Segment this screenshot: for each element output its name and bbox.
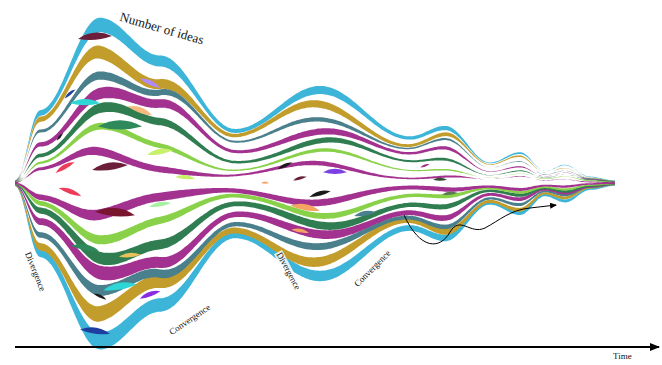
idea-leaf xyxy=(175,174,195,180)
idea-band xyxy=(15,183,615,265)
phase-label: Convergence xyxy=(352,248,393,289)
idea-leaf xyxy=(56,132,64,141)
idea-band xyxy=(15,71,615,182)
idea-leaf xyxy=(139,288,161,300)
idea-bands xyxy=(15,18,615,350)
idea-leaf xyxy=(147,147,174,157)
idea-leaf xyxy=(354,209,376,217)
idea-leaf xyxy=(261,182,269,184)
idea-band xyxy=(15,183,615,244)
idea-leaf xyxy=(54,159,75,174)
idea-leaf xyxy=(91,160,128,172)
idea-leaf xyxy=(71,242,100,253)
phase-label: Convergence xyxy=(167,302,213,337)
idea-leaf xyxy=(119,252,141,259)
trend-arrow xyxy=(404,205,556,244)
idea-leaf xyxy=(293,175,307,181)
idea-leaf xyxy=(291,227,309,234)
idea-leaf xyxy=(93,292,107,301)
idea-leaf xyxy=(323,169,347,174)
idea-band xyxy=(15,18,615,182)
idea-leaf xyxy=(290,201,321,212)
idea-band xyxy=(15,184,615,349)
idea-leaf xyxy=(98,120,142,129)
idea-band xyxy=(15,123,615,183)
idea-leaf xyxy=(78,31,112,41)
idea-band xyxy=(15,183,615,280)
idea-leaf xyxy=(309,188,331,198)
idea-leaves xyxy=(54,31,458,336)
idea-leaf xyxy=(102,280,137,293)
idea-leaf xyxy=(420,163,430,169)
axis-label: Time xyxy=(613,352,632,361)
idea-band xyxy=(15,102,615,183)
idea-leaf xyxy=(63,88,76,99)
idea-band xyxy=(15,147,615,184)
idea-leaf xyxy=(127,103,153,117)
idea-leaf xyxy=(442,191,458,196)
time-axis xyxy=(15,346,659,348)
phase-label: Divergence xyxy=(274,250,302,292)
idea-leaf xyxy=(277,160,293,170)
idea-band xyxy=(15,87,615,183)
phase-label: Divergence xyxy=(23,250,48,294)
idea-leaf xyxy=(58,185,82,198)
idea-leaf xyxy=(433,178,447,181)
idea-leaf xyxy=(95,206,136,218)
idea-band xyxy=(15,183,615,221)
axis-title: Number of ideas xyxy=(118,10,205,46)
idea-leaf xyxy=(70,99,100,105)
idea-leaf xyxy=(149,200,171,208)
idea-leaf xyxy=(139,76,161,89)
idea-leaf xyxy=(80,325,111,335)
